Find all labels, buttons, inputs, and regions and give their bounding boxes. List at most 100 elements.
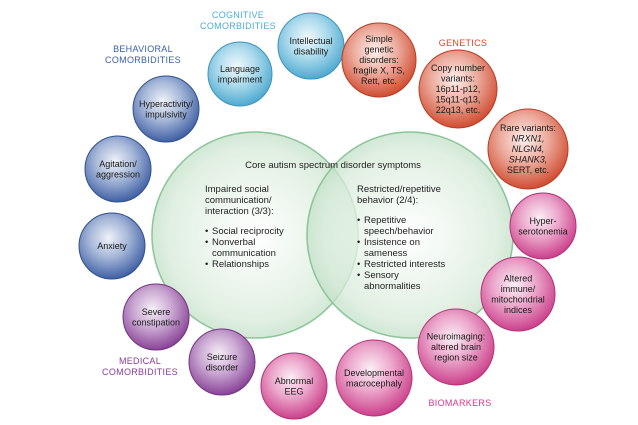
node-label: constipation [132,317,180,327]
category-label-cognitive: COGNITIVE [212,10,264,20]
node-label: fragile X, TS, [353,66,405,76]
category-label-medical: COMORBIDITIES [102,367,178,377]
node-circle [132,75,200,143]
restricted-bullet-text: Repetitive [364,215,406,226]
node-anxiety: Anxiety [78,212,146,280]
node-hyperactivity: Hyperactivity/impulsivity [132,75,200,143]
restricted-bullet-text: sameness [364,248,408,259]
node-label: macrocephaly [346,378,403,388]
social-heading-line: Impaired social [205,184,269,195]
restricted-bullet-dot: • [357,237,360,248]
core-symptoms-venn: Core autism spectrum disorder symptoms I… [151,131,514,339]
restricted-bullet-text: Insistence on [364,237,420,248]
comorbidity-nodes: LanguageimpairmentIntellectualdisability… [78,12,577,420]
node-circle [277,12,345,80]
node-label: 16p11-p12, [436,84,481,94]
node-label: altered brain [431,342,481,352]
node-label: Anxiety [97,241,127,251]
node-agitation: Agitation/aggression [84,135,152,203]
category-label-behavioral: COMORBIDITIES [105,55,181,65]
social-bullet-text: Nonverbal [212,237,255,248]
node-label: Copy number [431,63,485,73]
node-label: indices [504,305,533,315]
venn-title: Core autism spectrum disorder symptoms [245,160,421,171]
node-label: impulsivity [145,109,187,119]
node-label: Simple [365,34,393,44]
node-label: Severe [142,307,171,317]
node-cnv: Copy numbervariants:16p11-p12,15q11-q13,… [418,49,498,129]
social-bullet-dot: • [205,259,208,270]
social-bullet-text: Relationships [212,259,269,270]
node-label: 15q11-q13, [436,95,481,105]
node-circle [335,339,413,417]
node-label: NRXN1, [511,134,544,144]
node-circle [122,283,190,351]
node-circle [418,49,498,129]
node-label: impairment [218,74,263,84]
restricted-heading-line: behavior (2/4): [357,195,418,206]
node-label: immune/ [501,284,536,294]
social-communication-text: Impaired socialcommunication/interaction… [205,184,284,270]
node-label: aggression [96,169,140,179]
node-circle [207,41,273,107]
node-label: Agitation/ [99,159,137,169]
node-label: Intellectual [289,36,332,46]
node-label: Abnormal [275,376,314,386]
node-label: NLGN4, [512,144,545,154]
node-label: Rett, etc. [361,76,397,86]
social-bullet-text: communication [212,248,276,259]
node-label: genetic [364,45,394,55]
node-rare: Rare variants:NRXN1,NLGN4,SHANK3,SERT, e… [487,108,569,190]
restricted-bullet-dot: • [357,215,360,226]
node-label: Hyper- [529,216,556,226]
node-circle [188,328,256,396]
node-circle [260,352,328,420]
node-label: SERT, etc. [507,165,549,175]
restricted-bullet-text: speech/behavior [364,226,434,237]
restricted-bullet-text: Sensory [364,270,399,281]
node-label: 22q13, etc. [436,105,481,115]
node-label: Rare variants: [500,123,556,133]
social-bullet-dot: • [205,237,208,248]
restricted-bullet-dot: • [357,270,360,281]
node-circle [341,22,417,98]
node-label: variants: [441,74,475,84]
node-label: disability [294,46,329,56]
category-label-genetics: GENETICS [439,38,487,48]
category-label-biomarkers: BIOMARKERS [428,398,491,408]
category-label-cognitive: COMORBIDITIES [200,21,276,31]
node-label: mitochondrial [491,294,545,304]
node-serotonemia: Hyper-serotonemia [509,192,577,260]
restricted-bullet-dot: • [357,259,360,270]
node-label: Altered [504,273,533,283]
social-heading-line: interaction (3/3): [205,206,274,217]
restricted-bullet-text: abnormalities [364,281,421,292]
social-bullet-text: Social reciprocity [212,226,284,237]
node-circle [487,108,569,190]
node-label: Neuroimaging: [427,332,486,342]
node-label: disorder [206,362,239,372]
node-label: Hyperactivity/ [139,99,194,109]
node-label: Seizure [207,352,238,362]
restricted-heading-line: Restricted/repetitive [357,184,441,195]
restricted-bullet-text: Restricted interests [364,259,446,270]
node-label: region size [434,353,478,363]
node-circle [84,135,152,203]
category-label-medical: MEDICAL [119,356,161,366]
category-label-behavioral: BEHAVIORAL [113,44,173,54]
node-circle [509,192,577,260]
social-heading-line: communication/ [205,195,272,206]
node-label: Language [220,64,260,74]
node-circle [78,212,146,280]
category-labels: COGNITIVECOMORBIDITIESBEHAVIORALCOMORBID… [102,10,491,408]
